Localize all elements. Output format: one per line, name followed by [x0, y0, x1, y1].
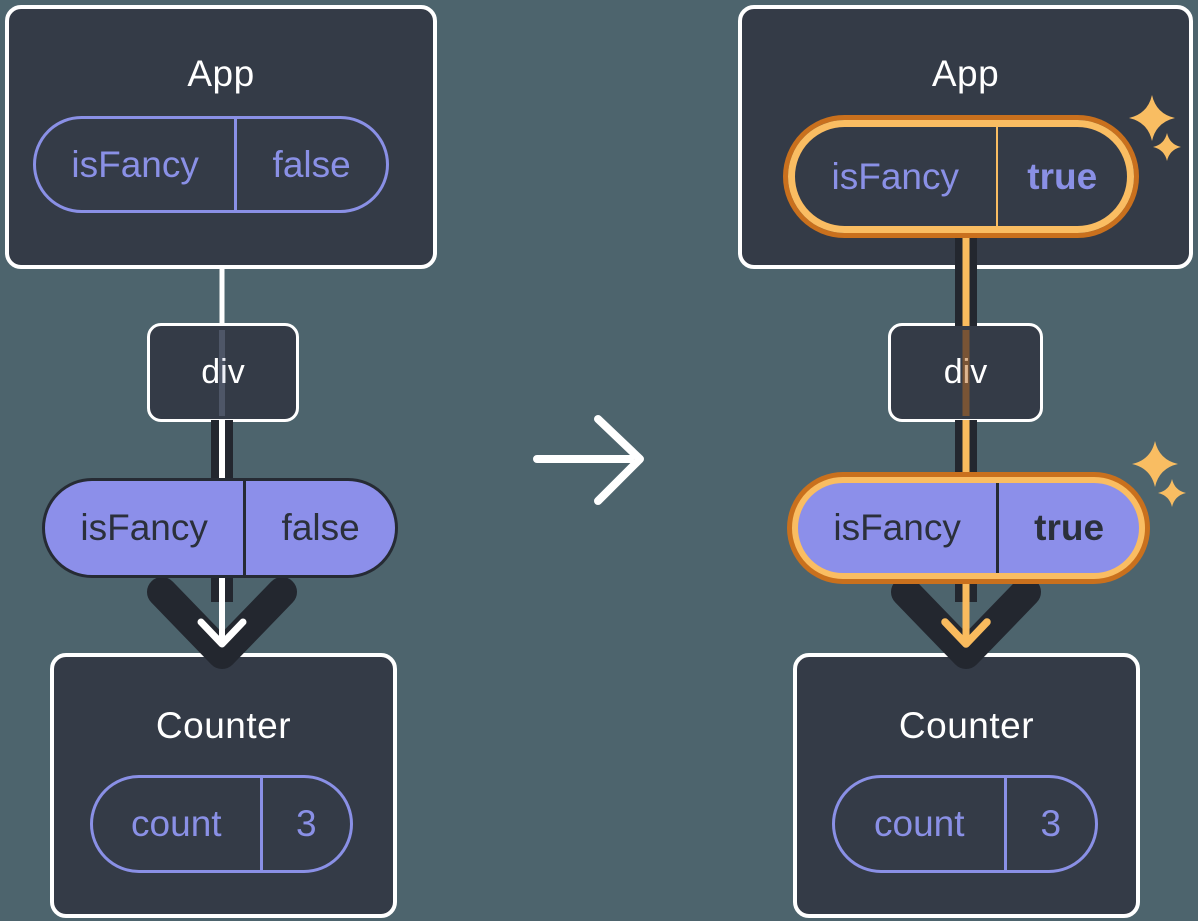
prop-name: isFancy [795, 127, 998, 226]
prop-pill-isfancy-app-after-highlighted: isFancy true [788, 120, 1134, 233]
state-pill-count-after: count 3 [832, 775, 1098, 873]
prop-value: false [281, 507, 360, 548]
component-title: Counter [898, 705, 1035, 746]
prop-value: true [1034, 507, 1105, 548]
prop-pill-isfancy-passed-before: isFancy false [42, 478, 398, 578]
state-name: count [835, 778, 1007, 870]
state-name: count [93, 778, 263, 870]
state-pill-count-before: count 3 [90, 775, 353, 873]
prop-value: false [272, 143, 351, 185]
prop-name: isFancy [798, 483, 1000, 573]
prop-pill-isfancy-app-before: isFancy false [33, 116, 389, 213]
counter-component-card-before: Counter count 3 [50, 653, 397, 918]
counter-component-card-after: Counter count 3 [793, 653, 1140, 918]
state-value: 3 [1040, 803, 1062, 844]
prop-name: isFancy [36, 119, 238, 210]
component-title: Counter [155, 705, 292, 746]
dom-node-label: div [201, 353, 245, 391]
prop-name: isFancy [45, 481, 247, 575]
state-value: 3 [296, 803, 317, 844]
prop-value: true [1027, 155, 1098, 197]
component-title: App [187, 53, 255, 94]
component-title: App [931, 53, 1000, 94]
prop-pill-isfancy-passed-after-highlighted: isFancy true [792, 477, 1145, 579]
